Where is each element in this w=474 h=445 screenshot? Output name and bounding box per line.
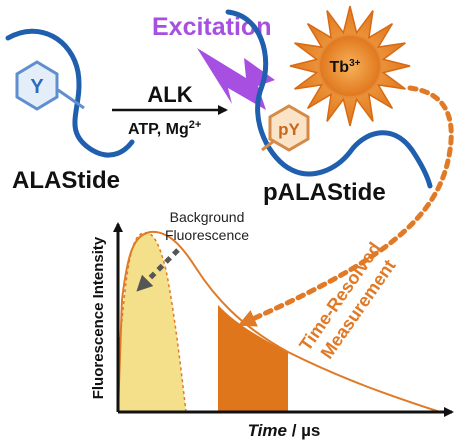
tyrosine-linker (57, 88, 85, 110)
substrate-label: ALAStide (12, 167, 120, 194)
time-resolved-arrow (237, 85, 454, 327)
product-label: pALAStide (263, 179, 386, 206)
decay-plot (113, 222, 454, 417)
gated-signal-region (218, 305, 288, 412)
terbium-sunburst-icon (289, 5, 411, 127)
background-label-line2: Fluorescence (165, 227, 249, 243)
background-label-line1: Background (170, 209, 245, 225)
terbium-label: Tb3+ (330, 58, 361, 76)
x-axis-label: Time / µs (248, 421, 321, 440)
tyrosine-hexagon-icon (15, 60, 59, 111)
tyrosine-label: Y (30, 76, 44, 98)
phosphotyrosine-label: pY (278, 120, 300, 139)
phosphotyrosine-hexagon-icon (268, 104, 310, 152)
alastide-backbone (5, 28, 135, 158)
background-arrow (136, 248, 180, 292)
decay-curve (117, 230, 441, 413)
palastide-peptide: pY (225, 9, 433, 189)
lightning-bolt-icon (197, 48, 275, 110)
time-resolved-label: Time-Resolved Measurement (295, 239, 399, 363)
alastide-peptide: Y (5, 28, 135, 158)
palastide-backbone (225, 9, 433, 189)
enzyme-label: ALK (147, 82, 192, 107)
y-axis-label: Fluorescence Intensity (90, 236, 107, 399)
background-fluorescence-region (117, 231, 187, 413)
cofactors-label: ATP, Mg2+ (128, 119, 201, 138)
